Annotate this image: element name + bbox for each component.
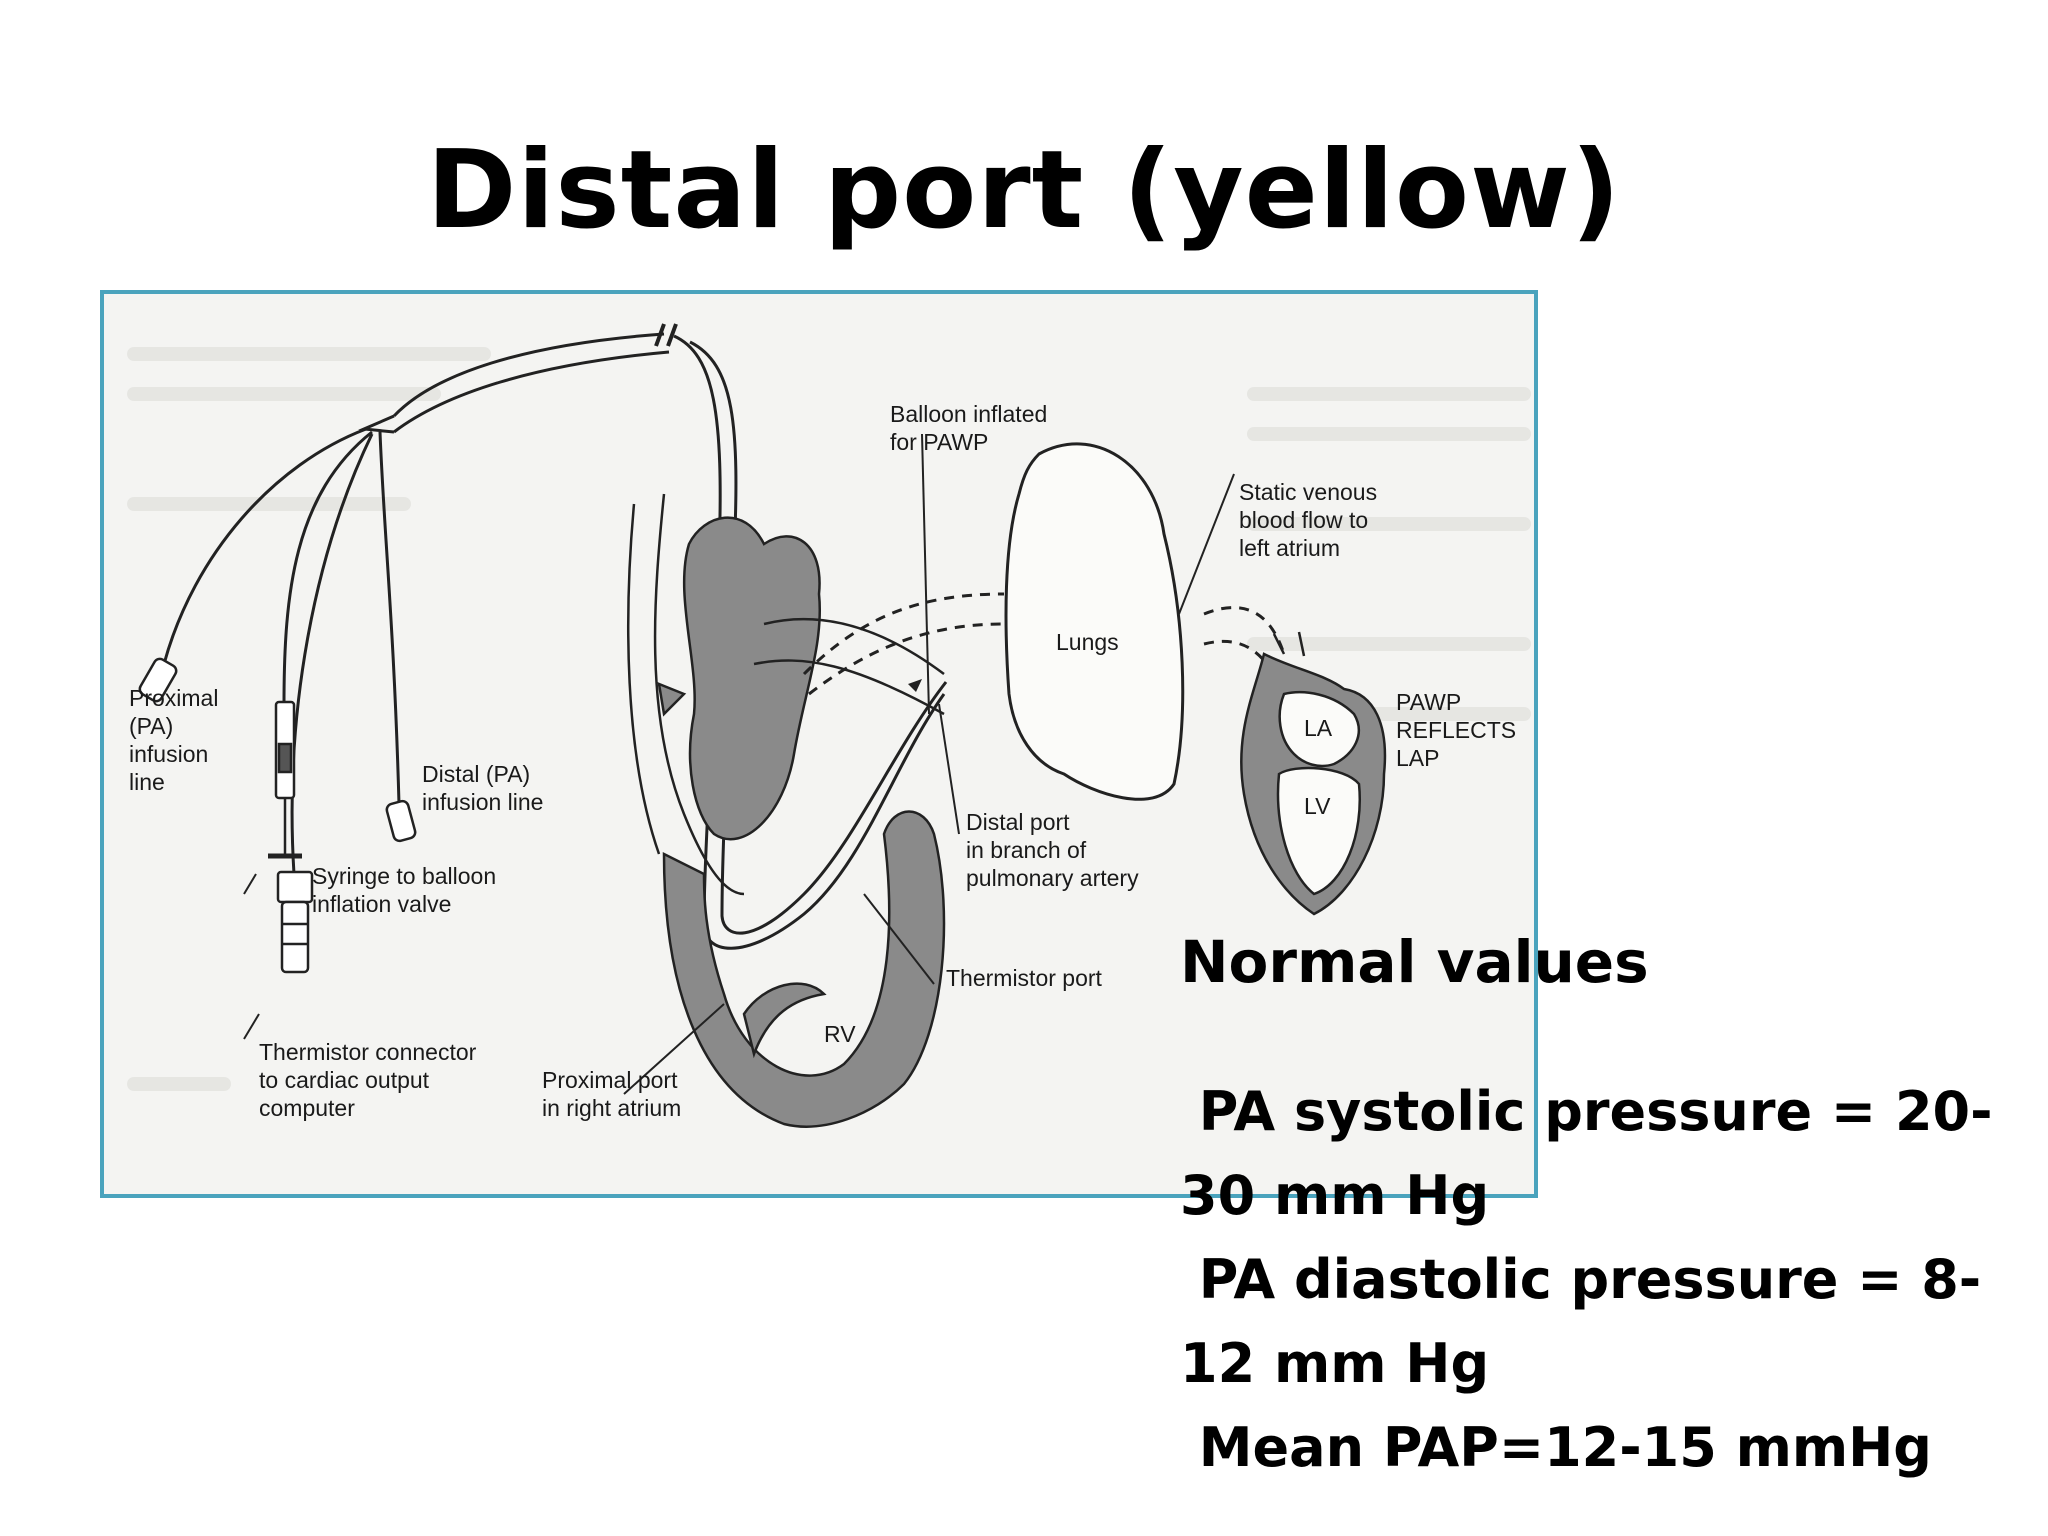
label-distal-port: Distal port in branch of pulmonary arter… — [966, 809, 1139, 891]
normal-value-line: 30 mm Hg — [1180, 1164, 1490, 1227]
label-pawp-reflects: PAWP REFLECTS LAP — [1396, 689, 1523, 771]
distal-connector — [385, 799, 417, 843]
normal-value-line: PA diastolic pressure = 8- — [1180, 1248, 1982, 1311]
thermistor-connector — [276, 870, 314, 974]
normal-value-line: Mean PAP=12-15 mmHg — [1180, 1416, 1932, 1479]
label-thermistor-connector: Thermistor connector to cardiac output c… — [259, 1039, 483, 1121]
label-syringe: Syringe to balloon inflation valve — [312, 863, 503, 917]
label-proximal-port: Proximal port in right atrium — [542, 1067, 684, 1121]
catheter-diagram-frame: Proximal (PA) infusion line Distal (PA) … — [100, 290, 1538, 1198]
proximal-connector — [138, 657, 178, 703]
label-rv: RV — [824, 1021, 856, 1047]
catheter-branches — [162, 427, 401, 875]
label-lungs: Lungs — [1056, 629, 1119, 655]
leader-lines — [243, 433, 1235, 1095]
right-heart — [627, 493, 946, 1128]
arrowhead — [908, 679, 922, 692]
label-la: LA — [1304, 715, 1333, 741]
lungs-outline — [1004, 442, 1185, 801]
label-balloon: Balloon inflated for PAWP — [890, 401, 1054, 455]
label-lv: LV — [1304, 793, 1331, 819]
normal-value-line: PA systolic pressure = 20- — [1180, 1080, 1993, 1143]
normal-value-line: 12 mm Hg — [1180, 1332, 1490, 1395]
label-thermistor-port: Thermistor port — [946, 965, 1103, 991]
label-distal-pa-infusion-line: Distal (PA) infusion line — [422, 761, 543, 815]
normal-values-heading: Normal values — [1180, 928, 1649, 996]
label-static-venous: Static venous blood flow to left atrium — [1239, 479, 1383, 561]
label-proximal-pa-infusion-line: Proximal (PA) infusion line — [129, 685, 225, 795]
normal-values-box: Normal values PA systolic pressure = 20-… — [1180, 928, 2040, 1490]
left-heart — [1240, 631, 1387, 916]
catheter-diagram: Proximal (PA) infusion line Distal (PA) … — [127, 323, 1531, 1128]
syringe — [268, 700, 302, 859]
slide-title: Distal port (yellow) — [426, 128, 1622, 253]
